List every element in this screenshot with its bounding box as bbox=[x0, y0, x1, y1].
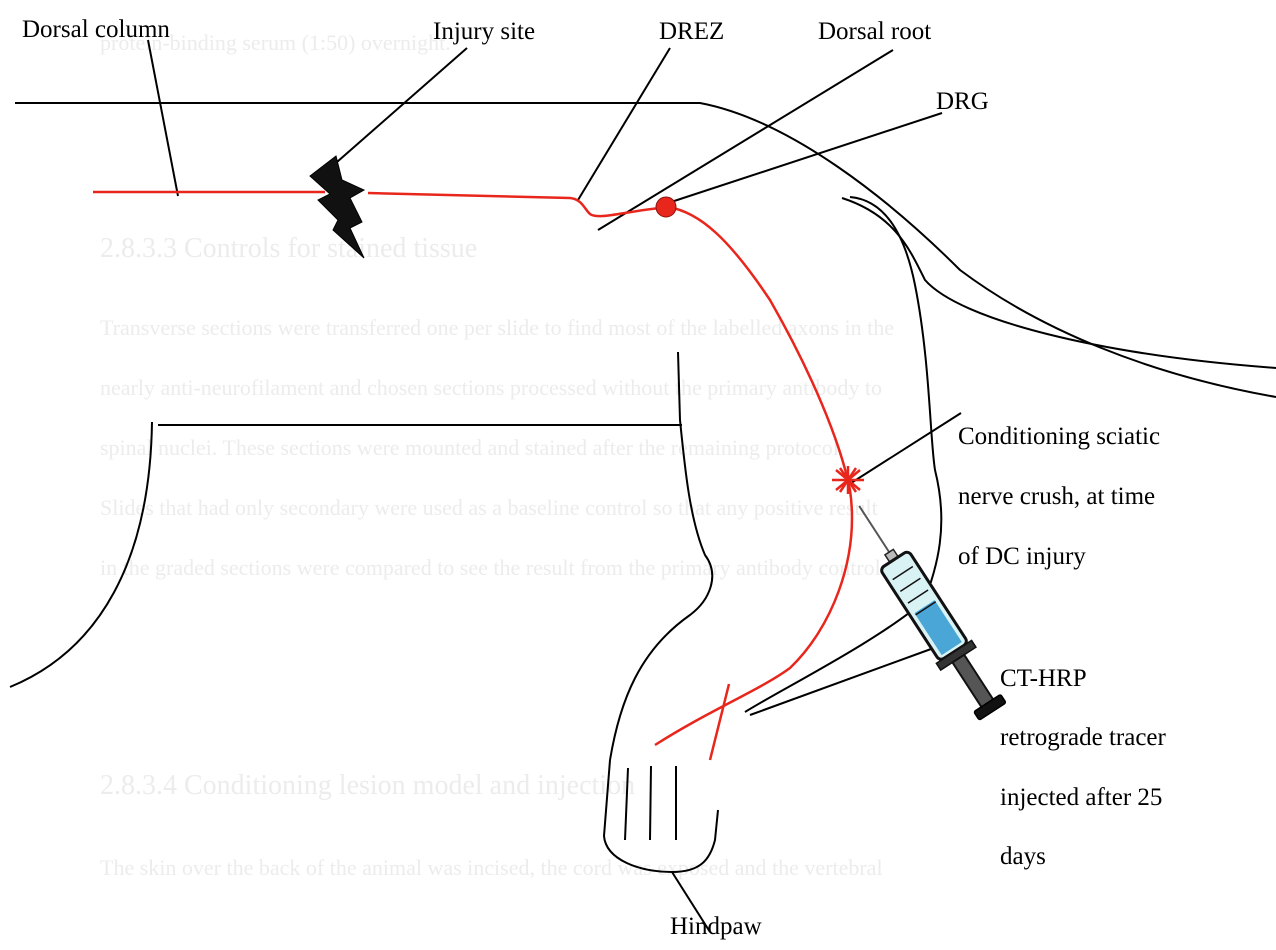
label-conditioning-line-1: Conditioning sciatic bbox=[958, 422, 1160, 452]
label-drg: DRG bbox=[936, 87, 989, 117]
leader-tracer bbox=[750, 645, 942, 715]
label-dorsal-root: Dorsal root bbox=[818, 17, 931, 47]
nerve-branch bbox=[710, 684, 729, 760]
label-conditioning-line-2: nerve crush, at time bbox=[958, 482, 1155, 512]
lightning-bolt-icon bbox=[310, 156, 364, 258]
label-conditioning-line-3: of DC injury bbox=[958, 542, 1086, 572]
syringe-icon bbox=[842, 495, 1011, 723]
cord-top-outline bbox=[15, 103, 1276, 397]
paw-digit-1 bbox=[625, 768, 628, 840]
dorsal-root-outline bbox=[842, 198, 1276, 368]
label-injury-site: Injury site bbox=[433, 17, 535, 47]
leader-drg bbox=[662, 113, 942, 205]
nerve-fibre bbox=[93, 192, 852, 745]
inner-leg-outline bbox=[745, 197, 941, 712]
body-left-curve bbox=[10, 422, 152, 687]
leader-injury-site bbox=[337, 48, 467, 162]
label-drez: DREZ bbox=[659, 17, 724, 47]
drg-ganglion bbox=[656, 197, 676, 217]
paw-digit-2 bbox=[650, 766, 651, 840]
label-tracer-line-1: CT-HRP bbox=[1000, 664, 1087, 694]
label-dorsal-column: Dorsal column bbox=[22, 15, 170, 45]
leader-conditioning bbox=[848, 413, 961, 485]
thigh-outline bbox=[610, 352, 712, 760]
leader-dorsal-column bbox=[148, 40, 178, 196]
leader-drez bbox=[578, 48, 670, 200]
label-tracer-line-3: injected after 25 bbox=[1000, 783, 1162, 813]
leader-dorsal-root bbox=[598, 50, 893, 230]
paw-outline bbox=[604, 760, 718, 872]
label-tracer-line-2: retrograde tracer bbox=[1000, 723, 1166, 753]
label-tracer-line-4: days bbox=[1000, 842, 1046, 872]
label-hindpaw: Hindpaw bbox=[670, 912, 762, 942]
starburst-icon bbox=[832, 466, 864, 494]
